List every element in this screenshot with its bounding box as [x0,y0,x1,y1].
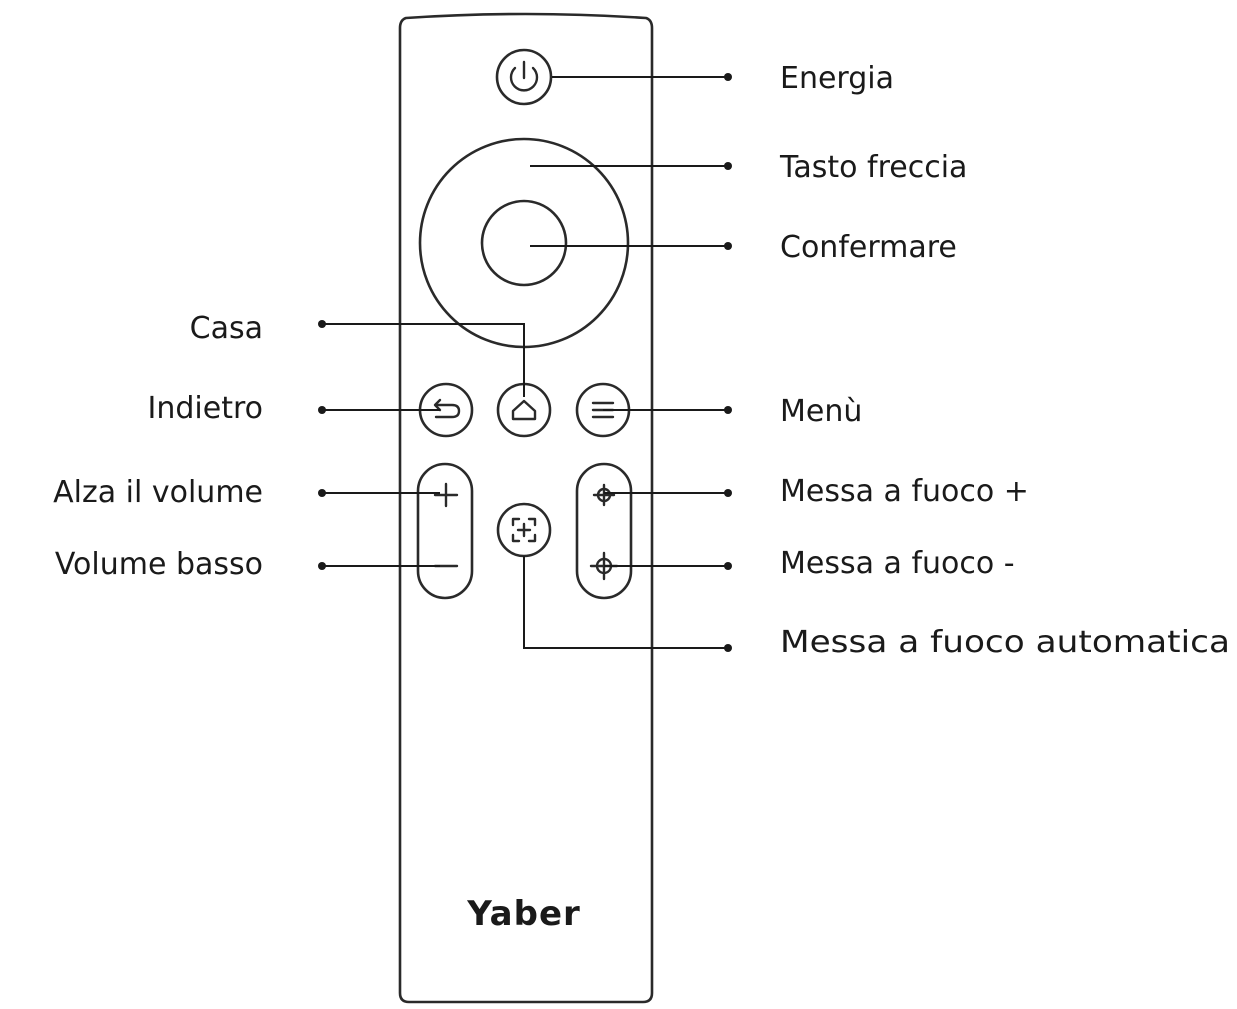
leader-volume-down [318,562,440,570]
label-focus-plus: Messa a fuoco + [780,474,1029,509]
plus-icon [433,482,459,508]
leader-menu [603,406,732,414]
label-auto-focus: Messa a fuoco automatica [780,625,1230,660]
label-menu: Menù [780,394,862,429]
focus-plus-icon [592,483,616,507]
leader-arrow-keys [530,162,732,170]
leader-focus-minus [604,562,732,570]
auto-focus-button[interactable] [496,502,552,558]
label-home: Casa [190,311,263,346]
back-button[interactable] [418,382,474,438]
label-confirm: Confermare [780,230,957,265]
back-arrow-icon [433,398,461,419]
label-power: Energia [780,61,894,96]
volume-rocker[interactable] [416,462,474,600]
power-icon [509,60,539,92]
brand-logo: Yaber [466,894,581,934]
label-back: Indietro [148,391,264,426]
leader-back [318,406,440,414]
auto-focus-icon [511,517,537,543]
remote-body [398,12,654,1004]
label-volume-down: Volume basso [55,547,263,582]
home-icon [511,399,537,421]
label-volume-up: Alza il volume [53,475,263,510]
label-arrow-keys: Tasto freccia [779,150,967,185]
label-focus-minus: Messa a fuoco - [780,546,1015,581]
leader-volume-up [318,489,440,497]
power-button[interactable] [495,48,553,106]
leader-home [318,320,525,397]
leader-focus-plus [604,489,732,497]
leader-auto-focus [523,556,732,652]
focus-rocker[interactable] [575,462,633,600]
leader-power [552,73,732,81]
confirm-button[interactable] [480,199,568,287]
leader-confirm [530,242,732,250]
